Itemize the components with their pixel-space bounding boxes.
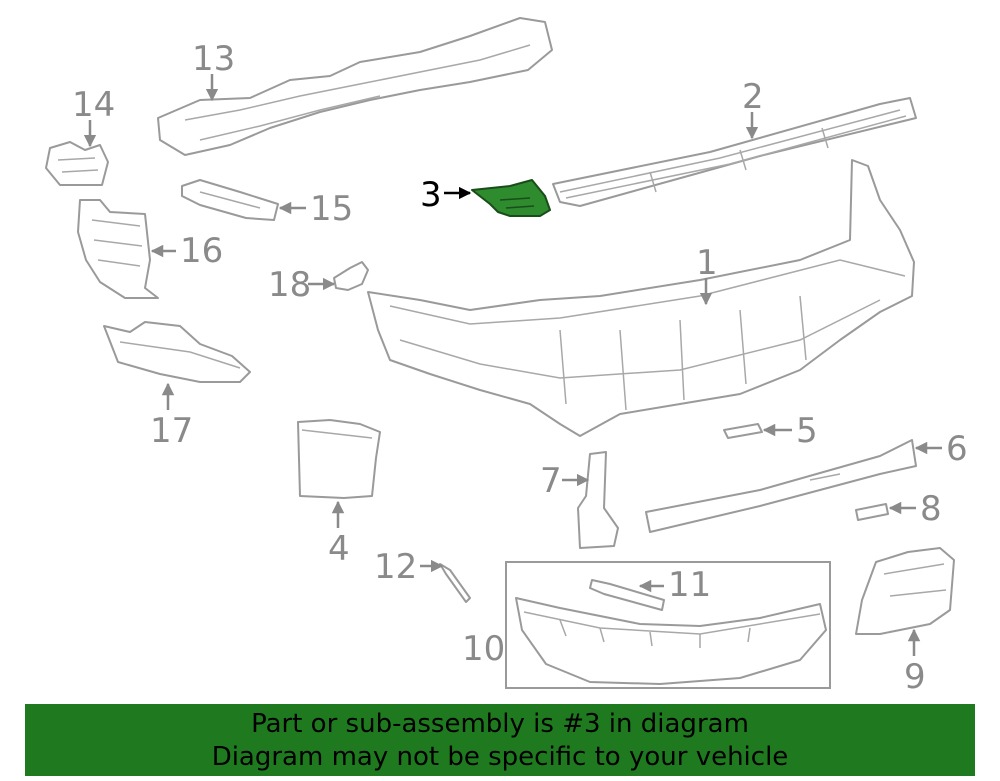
callout-15: 15 [310, 189, 353, 229]
callout-14: 14 [72, 85, 115, 125]
callout-7: 7 [540, 461, 562, 501]
callout-3: 3 [420, 175, 442, 215]
part-8-pad [855, 503, 889, 521]
part-9-cover [855, 547, 955, 635]
banner-line-1: Part or sub-assembly is #3 in diagram [251, 709, 749, 739]
callout-17: 17 [150, 411, 193, 451]
callout-10: 10 [462, 629, 505, 669]
part-6-strip [645, 439, 917, 533]
part-7-bracket [577, 451, 619, 549]
part-14-bracket [45, 141, 109, 186]
part-3-highlighted-bracket [471, 179, 551, 217]
callout-16: 16 [180, 231, 223, 271]
callout-labels: 13 14 2 3 15 16 18 1 17 5 6 7 8 4 12 11 … [72, 39, 968, 697]
part-18-clip [333, 261, 369, 291]
part-10-group-box [505, 561, 831, 689]
part-4-cover [297, 419, 381, 499]
callout-5: 5 [796, 411, 818, 451]
part-2-grille [552, 97, 917, 207]
part-12-strip [439, 563, 471, 603]
callout-11: 11 [668, 565, 711, 605]
part-16-support [77, 199, 159, 299]
callout-8: 8 [920, 489, 942, 529]
callout-6: 6 [946, 429, 968, 469]
banner-line-2: Diagram may not be specific to your vehi… [211, 742, 789, 772]
callout-12: 12 [374, 547, 417, 587]
callout-1: 1 [696, 243, 718, 283]
part-13-bracket [157, 17, 553, 156]
part-5-pad [723, 423, 763, 439]
callout-9: 9 [904, 657, 926, 697]
part-11-rail [589, 579, 665, 611]
part-1-reinforcement [367, 159, 915, 437]
leader-lines [83, 74, 942, 656]
callout-4: 4 [328, 529, 350, 569]
callout-18: 18 [268, 265, 311, 305]
part-15-bracket [181, 179, 279, 221]
info-banner: Part or sub-assembly is #3 in diagram Di… [25, 704, 975, 776]
part-17-bracket [103, 321, 251, 383]
callout-13: 13 [192, 39, 235, 79]
callout-2: 2 [742, 77, 764, 117]
